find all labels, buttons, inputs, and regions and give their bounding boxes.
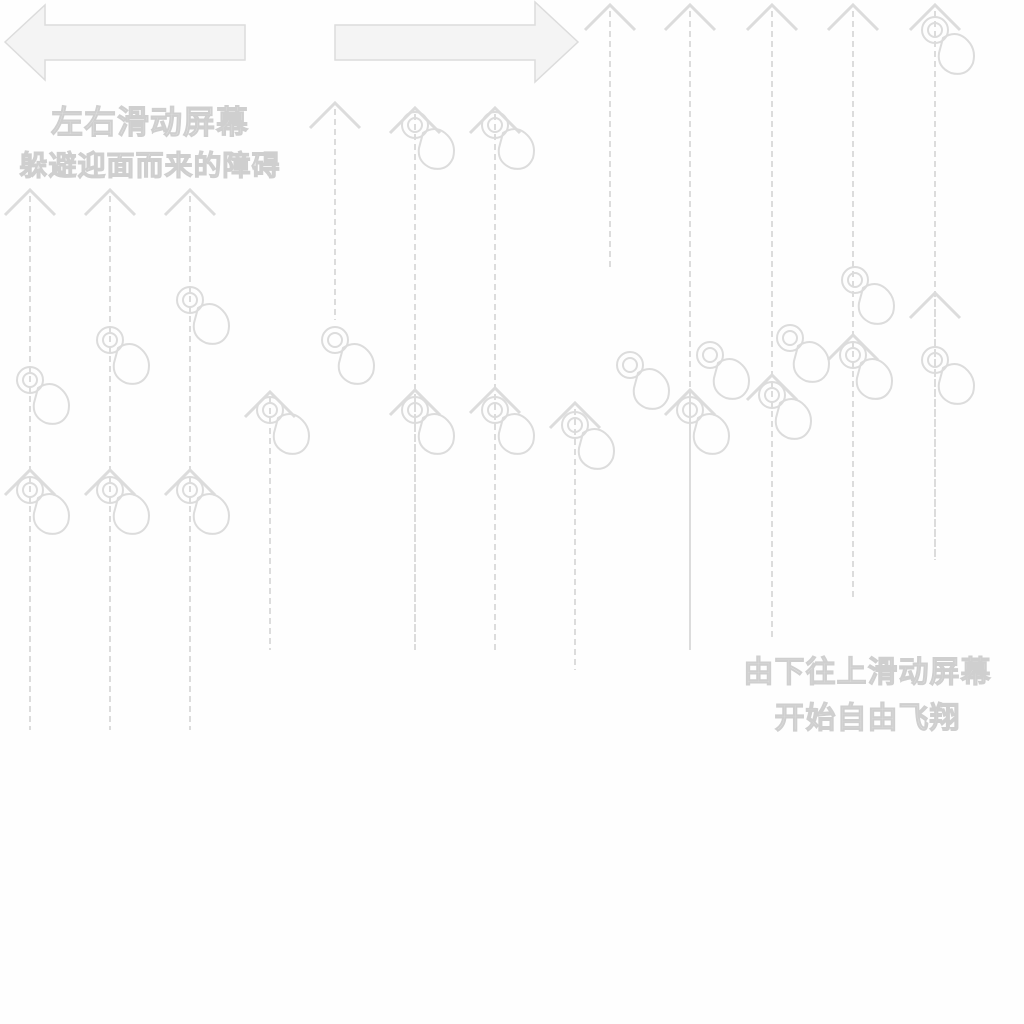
- tap-hand-icon: [616, 351, 670, 410]
- tap-hand-icon: [676, 396, 730, 455]
- arrow-up-icon: [3, 467, 57, 497]
- tap-hand-icon: [176, 286, 230, 345]
- arrow-up-icon: [826, 332, 880, 362]
- arrow-up-icon: [663, 387, 717, 417]
- tap-hand-icon: [839, 341, 893, 400]
- swipe-up-hint: 由下往上滑动屏幕 开始自由飞翔: [735, 650, 1000, 742]
- tap-hand-icon: [96, 326, 150, 385]
- arrow-up-icon: [908, 290, 962, 320]
- tap-hand-icon: [696, 341, 750, 400]
- swipe-left-right-hint: 左右滑动屏幕 躲避迎面而来的障碍: [0, 100, 300, 188]
- arrow-up-icon: [388, 387, 442, 417]
- tap-hand-icon: [921, 346, 975, 405]
- arrow-right-icon: [334, 0, 580, 84]
- tap-hand-icon: [401, 396, 455, 455]
- hint-line-1: 由下往上滑动屏幕: [743, 655, 992, 691]
- arrow-left-icon: [3, 3, 246, 82]
- tap-hand-icon: [561, 411, 615, 470]
- arrow-up-icon: [745, 2, 799, 32]
- tap-hand-icon: [481, 396, 535, 455]
- arrow-up-icon: [908, 2, 962, 32]
- tap-hand-icon: [96, 476, 150, 535]
- arrow-up-icon: [548, 400, 602, 430]
- tap-hand-icon: [481, 111, 535, 170]
- arrow-up-icon: [243, 389, 297, 419]
- arrow-up-icon: [826, 2, 880, 32]
- arrow-up-icon: [745, 372, 799, 402]
- tap-hand-icon: [321, 326, 375, 385]
- tap-hand-icon: [176, 476, 230, 535]
- arrow-up-icon: [388, 105, 442, 135]
- arrow-up-icon: [83, 187, 137, 217]
- tap-hand-icon: [16, 366, 70, 425]
- hint-line-2: 开始自由飞翔: [774, 701, 961, 737]
- tap-hand-icon: [401, 111, 455, 170]
- tap-hand-icon: [256, 396, 310, 455]
- arrow-up-icon: [468, 105, 522, 135]
- hint-line-1: 左右滑动屏幕: [50, 103, 249, 142]
- arrow-up-icon: [83, 467, 137, 497]
- tap-hand-icon: [921, 16, 975, 75]
- tap-hand-icon: [776, 324, 830, 383]
- arrow-up-icon: [163, 187, 217, 217]
- tap-hand-icon: [16, 476, 70, 535]
- hint-line-2: 躲避迎面而来的障碍: [19, 149, 281, 183]
- arrow-up-icon: [163, 467, 217, 497]
- arrow-up-icon: [3, 187, 57, 217]
- tap-hand-icon: [841, 266, 895, 325]
- arrow-up-icon: [663, 2, 717, 32]
- tap-hand-icon: [758, 381, 812, 440]
- arrow-up-icon: [468, 385, 522, 415]
- arrow-up-icon: [308, 100, 362, 130]
- arrow-up-icon: [583, 2, 637, 32]
